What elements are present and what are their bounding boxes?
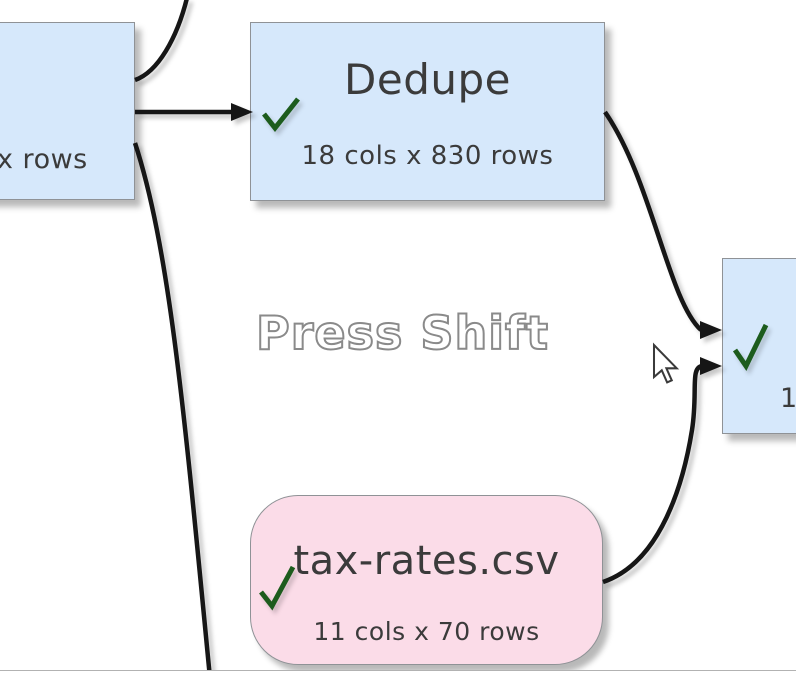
node-right-partial[interactable]: 1 bbox=[722, 258, 796, 434]
edge-tax-to-right[interactable] bbox=[602, 363, 703, 585]
arrowhead-into-right-lower-icon bbox=[700, 357, 722, 375]
node-tax-rates-subtitle: 11 cols x 70 rows bbox=[313, 617, 540, 646]
node-dedupe-title: Dedupe bbox=[344, 55, 511, 104]
mouse-cursor-icon bbox=[652, 342, 680, 384]
node-right-subtitle: 1 bbox=[780, 383, 796, 414]
node-dedupe-subtitle: 18 cols x 830 rows bbox=[301, 141, 554, 172]
edge-left-to-offscreen-top[interactable] bbox=[134, 0, 189, 83]
node-tax-rates-title: tax-rates.csv bbox=[293, 538, 560, 584]
node-left-subtitle: x rows bbox=[0, 144, 88, 175]
press-shift-watermark: Press Shift bbox=[255, 305, 550, 361]
node-tax-rates-csv[interactable]: tax-rates.csv 11 cols x 70 rows bbox=[250, 495, 603, 665]
edge-left-to-offscreen-bottom[interactable] bbox=[132, 142, 213, 676]
arrowhead-into-right-upper-icon bbox=[700, 321, 722, 339]
node-dedupe[interactable]: Dedupe 18 cols x 830 rows bbox=[250, 22, 605, 201]
edge-dedupe-to-right[interactable] bbox=[603, 110, 703, 332]
canvas-bottom-edge bbox=[0, 670, 796, 677]
node-left-partial[interactable]: x rows bbox=[0, 22, 135, 200]
